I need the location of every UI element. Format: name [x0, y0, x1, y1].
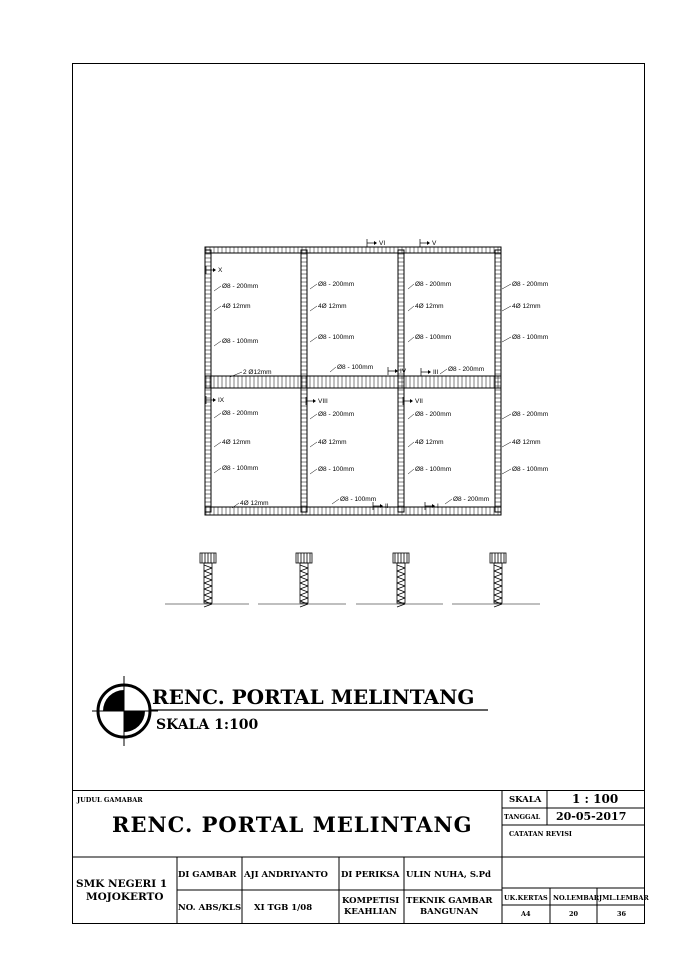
section-marker-label: IX [218, 397, 225, 404]
rebar-label: 4Ø 12mm [512, 303, 541, 310]
rebar-label: 4Ø 12mm [240, 500, 269, 507]
section-marker-label: X [218, 267, 223, 274]
section-marker-label: V [432, 240, 437, 247]
rebar-label: Ø8 - 100mm [340, 496, 376, 503]
nolembar-value: 20 [569, 910, 579, 918]
rebar-label: Ø8 - 100mm [415, 334, 451, 341]
rebar-label: 4Ø 12mm [318, 303, 347, 310]
absen-label: NO. ABS/KLS [178, 903, 242, 913]
skala-value: 1 : 100 [572, 792, 619, 806]
tanggal-value: 20-05-2017 [556, 810, 627, 823]
rebar-label: 4Ø 12mm [222, 439, 251, 446]
school-city: MOJOKERTO [86, 891, 164, 903]
rebar-label: 4Ø 12mm [415, 303, 444, 310]
rebar-label: Ø8 - 100mm [415, 466, 451, 473]
drawing-title: RENC. PORTAL MELINTANG [152, 685, 474, 709]
absen-value: XI TGB 1/08 [254, 903, 313, 913]
ukkertas-label: UK.KERTAS [504, 894, 548, 902]
rebar-label: Ø8 - 200mm [318, 411, 354, 418]
rebar-label: Ø8 - 200mm [512, 411, 548, 418]
school-name: SMK NEGERI 1 [76, 878, 168, 890]
rebar-label: 4Ø 12mm [415, 439, 444, 446]
rebar-label: Ø8 - 100mm [222, 465, 258, 472]
section-marker-label: VI [379, 240, 385, 247]
section-marker-label: III [433, 369, 439, 376]
digambar-label: DI GAMBAR [178, 870, 237, 880]
rebar-label: Ø8 - 200mm [453, 496, 489, 503]
rebar-label: Ø8 - 200mm [222, 410, 258, 417]
title-block: JUDUL GAMABAR RENC. PORTAL MELINTANG SKA… [72, 790, 649, 924]
judul-value: RENC. PORTAL MELINTANG [112, 812, 473, 837]
drawing-scale: SKALA 1:100 [156, 717, 259, 733]
kompetensi-label-2: KEAHLIAN [344, 907, 397, 917]
nolembar-label: NO.LEMBAR [553, 894, 600, 902]
tanggal-label: TANGGAL [504, 813, 541, 821]
rebar-label: Ø8 - 200mm [448, 366, 484, 373]
section-marker-label: VII [415, 398, 423, 405]
catatan-label: CATATAN REVISI [509, 830, 572, 838]
title-block-grid [72, 790, 645, 924]
kompetensi-value-2: BANGUNAN [420, 907, 479, 917]
rebar-label: Ø8 - 100mm [512, 334, 548, 341]
section-marker-label: II [385, 503, 389, 510]
section-marker-label: I [437, 503, 439, 510]
portal-drawing: Ø8 - 200mm 4Ø 12mm Ø8 - 100mm Ø8 - 200mm 4Ø … [92, 239, 548, 746]
drawing-sheet [72, 63, 645, 924]
foundations [199, 552, 507, 608]
rebar-label: Ø8 - 100mm [318, 334, 354, 341]
jmllembar-value: 36 [617, 910, 627, 918]
rebar-labels: Ø8 - 200mm 4Ø 12mm Ø8 - 100mm Ø8 - 200mm 4Ø … [213, 281, 548, 509]
rebar-label: 4Ø 12mm [318, 439, 347, 446]
digambar-value: AJI ANDRIYANTO [244, 870, 328, 880]
kompetensi-label-1: KOMPETISI [342, 896, 400, 906]
stirrup-hatch [205, 247, 501, 515]
rebar-label: 4Ø 12mm [222, 303, 251, 310]
rebar-label: 4Ø 12mm [512, 439, 541, 446]
rebar-label: Ø8 - 100mm [337, 364, 373, 371]
section-marker-label: IV [400, 368, 407, 375]
rebar-label: Ø8 - 200mm [222, 283, 258, 290]
title-symbol [92, 676, 488, 746]
rebar-label: Ø8 - 200mm [318, 281, 354, 288]
ukkertas-value: A4 [521, 910, 531, 918]
rebar-label: Ø8 - 100mm [222, 338, 258, 345]
diperiksa-label: DI PERIKSA [341, 870, 400, 880]
kompetensi-value-1: TEKNIK GAMBAR [406, 896, 493, 906]
skala-label: SKALA [509, 795, 542, 805]
rebar-label: Ø8 - 100mm [512, 466, 548, 473]
judul-label: JUDUL GAMABAR [77, 796, 143, 804]
rebar-label: 2 Ø12mm [243, 369, 272, 376]
rebar-label: Ø8 - 200mm [415, 281, 451, 288]
rebar-label: Ø8 - 200mm [512, 281, 548, 288]
jmllembar-label: JML.LEMBAR [599, 894, 649, 902]
section-marker-label: VIII [318, 398, 328, 405]
rebar-label: Ø8 - 100mm [318, 466, 354, 473]
diperiksa-value: ULIN NUHA, S.Pd [406, 870, 491, 880]
rebar-label: Ø8 - 200mm [415, 411, 451, 418]
